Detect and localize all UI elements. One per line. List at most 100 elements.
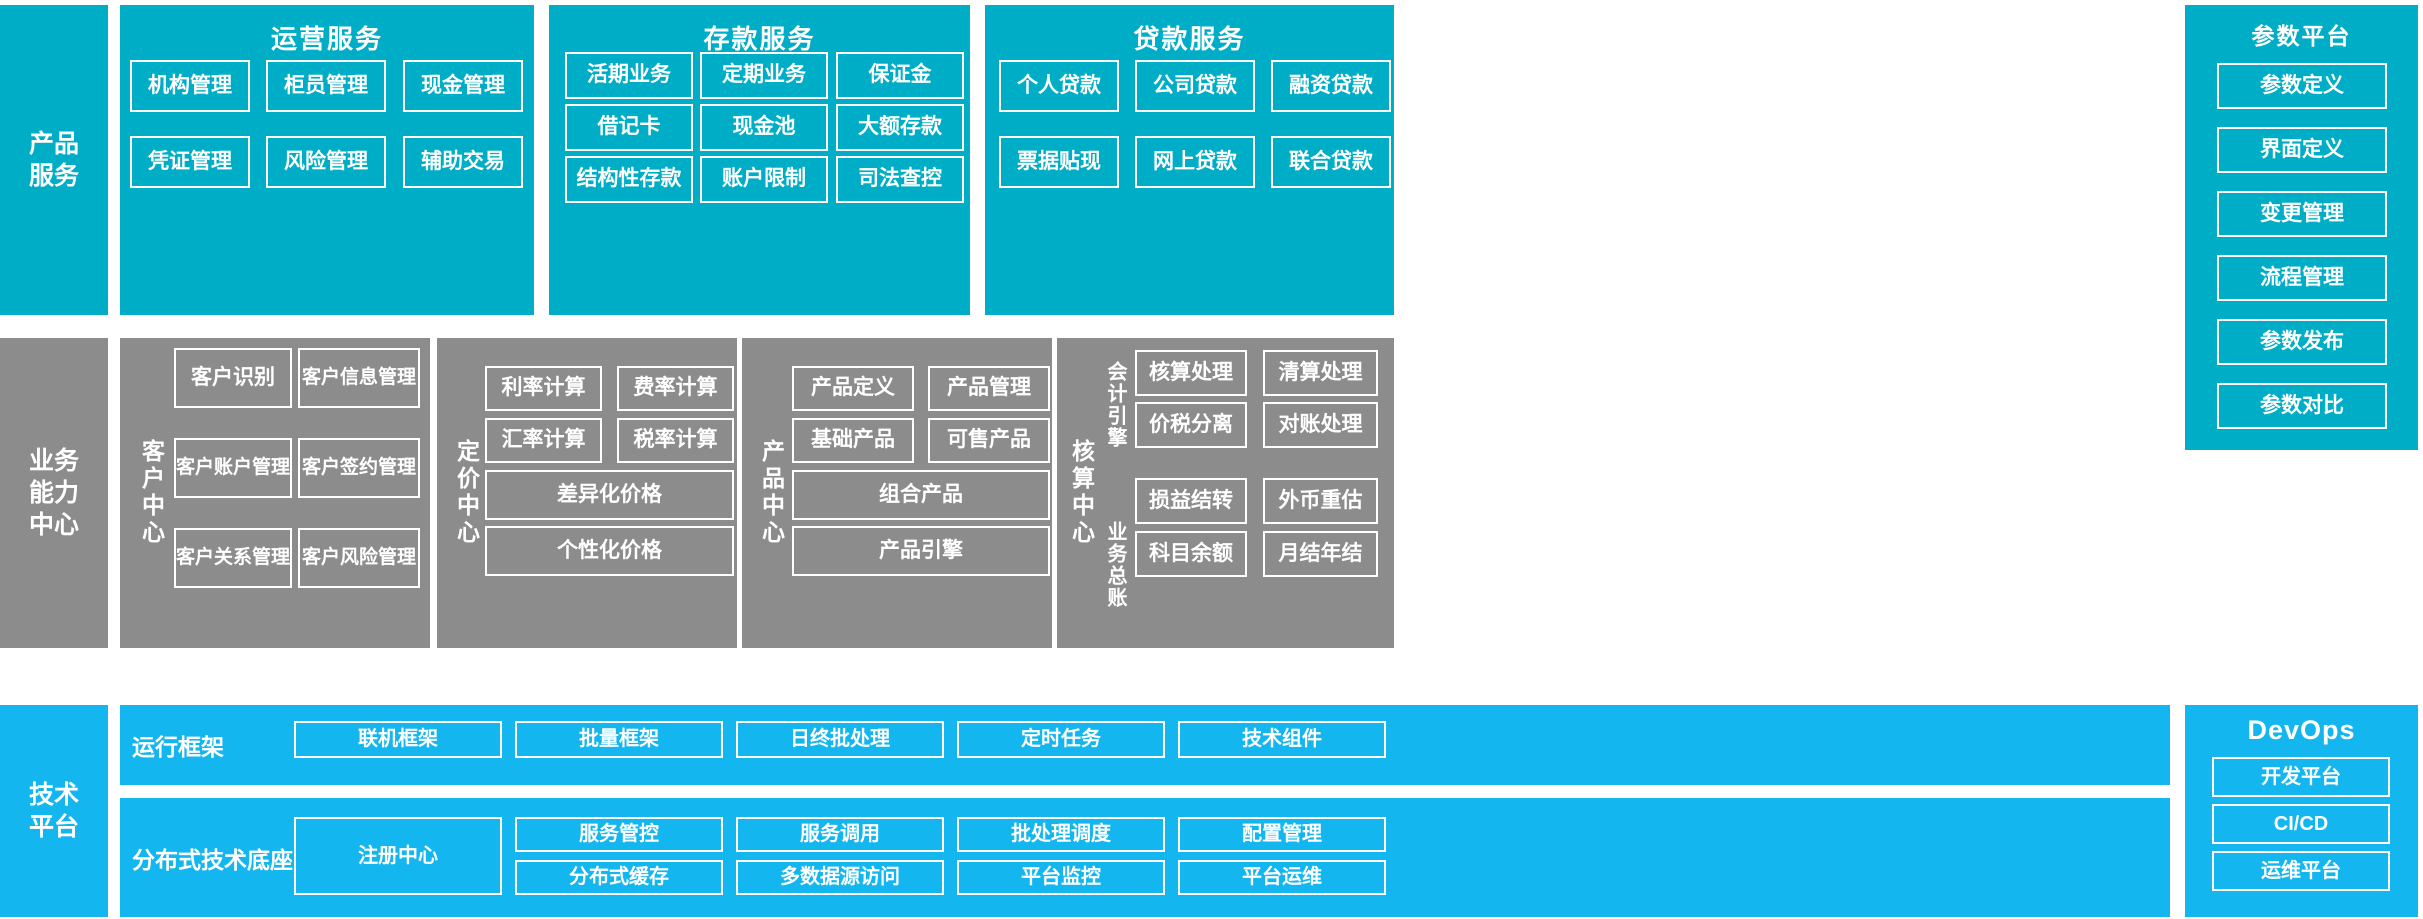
item-deposit-5[interactable]: 大额存款 bbox=[836, 104, 964, 151]
item-accounting-1[interactable]: 清算处理 bbox=[1263, 350, 1378, 396]
item-accounting-5[interactable]: 外币重估 bbox=[1263, 478, 1378, 524]
item-devops-2[interactable]: 运维平台 bbox=[2212, 851, 2390, 891]
item-accounting-3[interactable]: 对账处理 bbox=[1263, 402, 1378, 448]
item-pricing-0[interactable]: 利率计算 bbox=[485, 366, 602, 411]
item-deposit-4[interactable]: 现金池 bbox=[700, 104, 828, 151]
item-devops-1[interactable]: CI/CD bbox=[2212, 804, 2390, 844]
item-accounting-2[interactable]: 价税分离 bbox=[1135, 402, 1247, 448]
item-distributed-registry[interactable]: 注册中心 bbox=[294, 817, 502, 895]
item-runtime-4[interactable]: 技术组件 bbox=[1178, 721, 1386, 758]
center-customer: 客户中心 客户识别 客户信息管理 客户账户管理 客户签约管理 客户关系管理 客户… bbox=[120, 338, 430, 648]
band-label-line1: 产品 bbox=[28, 130, 79, 158]
item-parameter-3[interactable]: 流程管理 bbox=[2217, 255, 2387, 301]
item-deposit-7[interactable]: 账户限制 bbox=[700, 156, 828, 203]
item-runtime-0[interactable]: 联机框架 bbox=[294, 721, 502, 758]
item-accounting-7[interactable]: 月结年结 bbox=[1263, 531, 1378, 577]
item-pricing-1[interactable]: 费率计算 bbox=[617, 366, 734, 411]
center-pricing: 定价中心 利率计算 费率计算 汇率计算 税率计算 差异化价格 个性化价格 bbox=[437, 338, 737, 648]
item-customer-4[interactable]: 客户关系管理 bbox=[174, 528, 292, 588]
center-accounting-sublabel-0: 会计引擎 bbox=[1104, 361, 1126, 449]
center-accounting: 核算中心 会计引擎 业务总账 核算处理 清算处理 价税分离 对账处理 损益结转 … bbox=[1057, 338, 1394, 648]
item-runtime-3[interactable]: 定时任务 bbox=[957, 721, 1165, 758]
item-parameter-1[interactable]: 界面定义 bbox=[2217, 127, 2387, 173]
item-accounting-4[interactable]: 损益结转 bbox=[1135, 478, 1247, 524]
item-customer-5[interactable]: 客户风险管理 bbox=[298, 528, 420, 588]
item-distributed-r2-2[interactable]: 平台监控 bbox=[957, 860, 1165, 895]
item-deposit-1[interactable]: 定期业务 bbox=[700, 52, 828, 99]
item-deposit-6[interactable]: 结构性存款 bbox=[565, 156, 693, 203]
band-label-line2: 服务 bbox=[28, 162, 79, 190]
item-operation-5[interactable]: 辅助交易 bbox=[403, 136, 523, 188]
item-product-1[interactable]: 产品管理 bbox=[928, 366, 1050, 411]
item-deposit-8[interactable]: 司法查控 bbox=[836, 156, 964, 203]
item-runtime-2[interactable]: 日终批处理 bbox=[736, 721, 944, 758]
item-devops-0[interactable]: 开发平台 bbox=[2212, 757, 2390, 797]
item-deposit-2[interactable]: 保证金 bbox=[836, 52, 964, 99]
item-pricing-4[interactable]: 差异化价格 bbox=[485, 470, 734, 520]
panel-parameter-platform: 参数平台 参数定义 界面定义 变更管理 流程管理 参数发布 参数对比 bbox=[2185, 5, 2418, 450]
item-pricing-2[interactable]: 汇率计算 bbox=[485, 418, 602, 463]
band-label-business-capability: 业务 能力 中心 bbox=[0, 338, 108, 648]
item-parameter-5[interactable]: 参数对比 bbox=[2217, 383, 2387, 429]
parameter-platform-title: 参数平台 bbox=[2251, 23, 2352, 49]
item-distributed-r1-3[interactable]: 配置管理 bbox=[1178, 817, 1386, 852]
item-pricing-5[interactable]: 个性化价格 bbox=[485, 526, 734, 576]
band-label-tp-line1: 技术 bbox=[28, 781, 79, 809]
item-customer-2[interactable]: 客户账户管理 bbox=[174, 438, 292, 498]
item-distributed-r1-0[interactable]: 服务管控 bbox=[515, 817, 723, 852]
center-accounting-label: 核算中心 bbox=[1068, 439, 1095, 547]
item-distributed-r1-2[interactable]: 批处理调度 bbox=[957, 817, 1165, 852]
group-title-deposit-services: 存款服务 bbox=[703, 24, 816, 54]
item-parameter-2[interactable]: 变更管理 bbox=[2217, 191, 2387, 237]
item-distributed-r2-0[interactable]: 分布式缓存 bbox=[515, 860, 723, 895]
band-label-tp-line2: 平台 bbox=[28, 813, 79, 841]
group-loan-services: 贷款服务 个人贷款 公司贷款 融资贷款 票据贴现 网上贷款 联合贷款 bbox=[985, 5, 1394, 315]
item-distributed-r2-3[interactable]: 平台运维 bbox=[1178, 860, 1386, 895]
item-operation-3[interactable]: 凭证管理 bbox=[130, 136, 250, 188]
item-product-3[interactable]: 可售产品 bbox=[928, 418, 1050, 463]
band-label-product-service: 产品 服务 bbox=[0, 5, 108, 315]
band-label-bc-line1: 业务 bbox=[28, 447, 79, 475]
item-loan-5[interactable]: 联合贷款 bbox=[1271, 136, 1391, 188]
item-product-5[interactable]: 产品引擎 bbox=[792, 526, 1050, 576]
tech-row-label-distributed: 分布式技术底座 bbox=[132, 846, 293, 873]
tech-row-label-runtime: 运行框架 bbox=[132, 734, 224, 760]
group-title-operation-services: 运营服务 bbox=[270, 24, 383, 54]
item-loan-4[interactable]: 网上贷款 bbox=[1135, 136, 1255, 188]
center-product: 产品中心 产品定义 产品管理 基础产品 可售产品 组合产品 产品引擎 bbox=[742, 338, 1052, 648]
band-label-tech-platform: 技术 平台 bbox=[0, 705, 108, 917]
devops-title: DevOps bbox=[2247, 715, 2356, 745]
item-product-2[interactable]: 基础产品 bbox=[792, 418, 914, 463]
band-label-bc-line3: 中心 bbox=[28, 511, 79, 539]
item-loan-1[interactable]: 公司贷款 bbox=[1135, 60, 1255, 112]
item-operation-0[interactable]: 机构管理 bbox=[130, 60, 250, 112]
item-loan-0[interactable]: 个人贷款 bbox=[999, 60, 1119, 112]
item-parameter-4[interactable]: 参数发布 bbox=[2217, 319, 2387, 365]
panel-devops: DevOps 开发平台 CI/CD 运维平台 bbox=[2185, 705, 2418, 917]
item-pricing-3[interactable]: 税率计算 bbox=[617, 418, 734, 463]
item-loan-3[interactable]: 票据贴现 bbox=[999, 136, 1119, 188]
center-product-label: 产品中心 bbox=[758, 439, 785, 547]
item-distributed-r2-1[interactable]: 多数据源访问 bbox=[736, 860, 944, 895]
item-product-0[interactable]: 产品定义 bbox=[792, 366, 914, 411]
item-deposit-0[interactable]: 活期业务 bbox=[565, 52, 693, 99]
item-deposit-3[interactable]: 借记卡 bbox=[565, 104, 693, 151]
item-loan-2[interactable]: 融资贷款 bbox=[1271, 60, 1391, 112]
item-operation-1[interactable]: 柜员管理 bbox=[266, 60, 386, 112]
item-customer-3[interactable]: 客户签约管理 bbox=[298, 438, 420, 498]
item-operation-2[interactable]: 现金管理 bbox=[403, 60, 523, 112]
item-distributed-r1-1[interactable]: 服务调用 bbox=[736, 817, 944, 852]
group-title-loan-services: 贷款服务 bbox=[1133, 24, 1246, 54]
center-pricing-label: 定价中心 bbox=[453, 439, 480, 547]
item-accounting-0[interactable]: 核算处理 bbox=[1135, 350, 1247, 396]
item-product-4[interactable]: 组合产品 bbox=[792, 470, 1050, 520]
item-runtime-1[interactable]: 批量框架 bbox=[515, 721, 723, 758]
item-operation-4[interactable]: 风险管理 bbox=[266, 136, 386, 188]
item-customer-0[interactable]: 客户识别 bbox=[174, 348, 292, 408]
tech-row-runtime-framework: 运行框架 联机框架 批量框架 日终批处理 定时任务 技术组件 bbox=[120, 705, 2170, 785]
item-accounting-6[interactable]: 科目余额 bbox=[1135, 531, 1247, 577]
item-parameter-0[interactable]: 参数定义 bbox=[2217, 63, 2387, 109]
item-customer-1[interactable]: 客户信息管理 bbox=[298, 348, 420, 408]
tech-row-distributed-base: 分布式技术底座 注册中心 服务管控 服务调用 批处理调度 配置管理 分布式缓存 … bbox=[120, 798, 2170, 917]
